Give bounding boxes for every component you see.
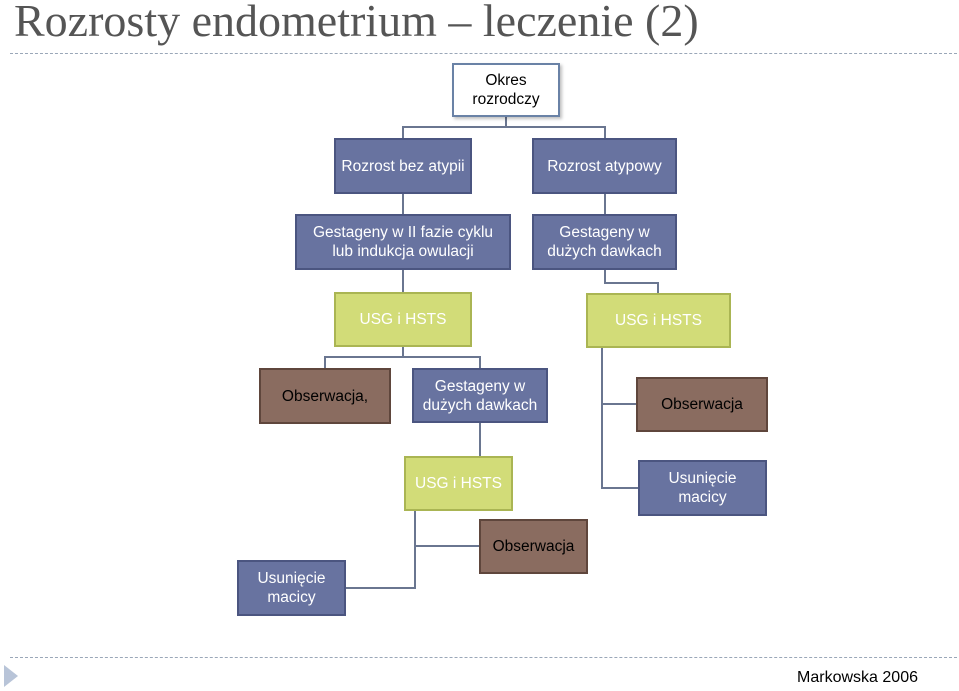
node-rozrost-atypowy: Rozrost atypowy [532, 138, 677, 194]
connector-root [402, 117, 606, 138]
node-gestageny-ii-faza: Gestageny w II fazie cyklu lub indukcja … [295, 214, 511, 270]
node-usg-hsts-left: USG i HSTS [334, 292, 472, 347]
page-title: Rozrosty endometrium – leczenie (2) [14, 0, 699, 46]
node-obserwacja-left: Obserwacja, [259, 368, 391, 424]
node-gestageny-duze-dawki-mid: Gestageny w dużych dawkach [412, 368, 548, 423]
node-usuniecie-macicy-right: Usunięcie macicy [638, 460, 767, 516]
node-obserwacja-right: Obserwacja [636, 377, 768, 432]
node-usg-hsts-right: USG i HSTS [586, 293, 731, 348]
title-divider [10, 53, 957, 54]
connector-gestagens-high-right [604, 270, 659, 293]
slide-arrow-icon [4, 665, 18, 687]
node-rozrost-bez-atypii: Rozrost bez atypii [334, 138, 472, 194]
connector-usg-mid [346, 511, 479, 589]
node-okres-rozrodczy: Okres rozrodczy [452, 63, 560, 117]
footer-divider [10, 657, 957, 658]
source-citation: Markowska 2006 [797, 669, 918, 686]
connector-usg-right [601, 348, 638, 489]
node-usg-hsts-mid: USG i HSTS [404, 456, 513, 511]
node-obserwacja-mid: Obserwacja [479, 519, 588, 574]
connector-usg-left [324, 347, 481, 368]
node-gestageny-duze-dawki-right: Gestageny w dużych dawkach [532, 214, 677, 270]
node-usuniecie-macicy-left: Usunięcie macicy [237, 560, 346, 616]
